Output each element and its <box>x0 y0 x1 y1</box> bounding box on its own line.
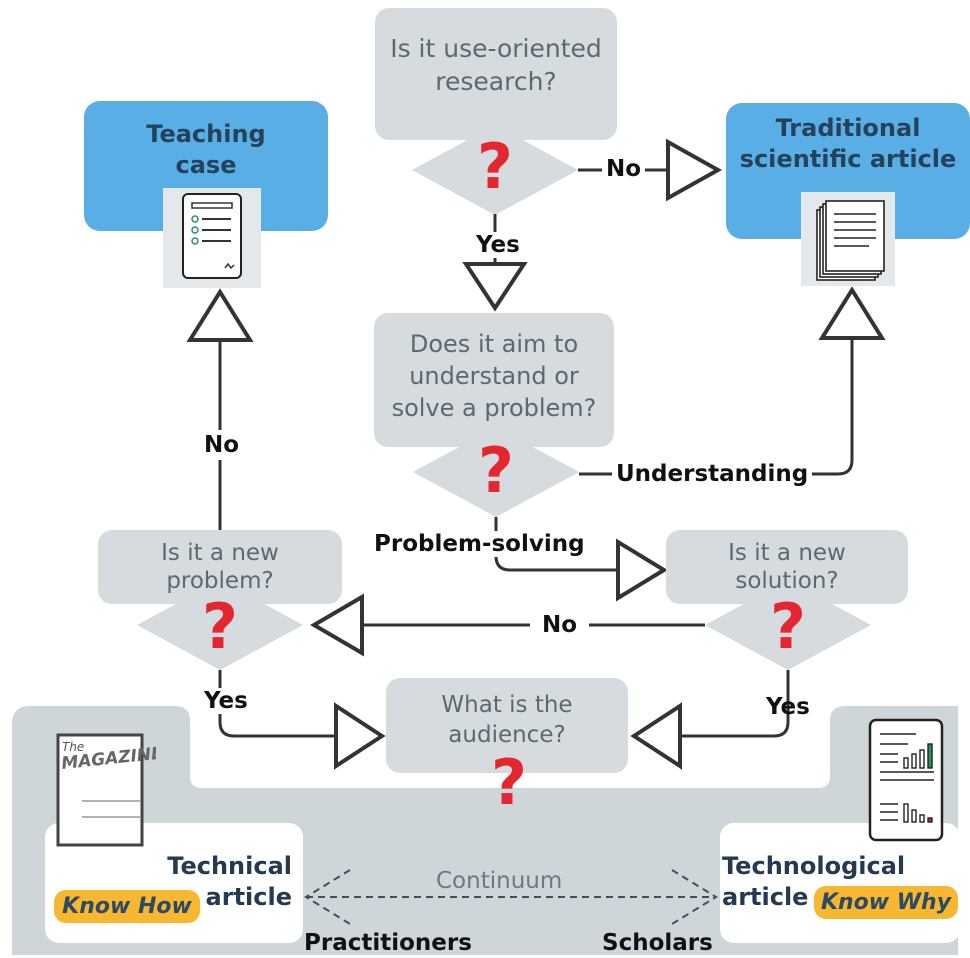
edge-label-yes-left: Yes <box>204 688 248 714</box>
question-mark-icon: ? <box>477 130 513 203</box>
magazine-the-text: The <box>62 740 84 754</box>
question-new-solution-text: Is it a new solution? <box>728 540 846 594</box>
technological-article-label: Technological article <box>722 852 906 911</box>
edge-label-no-left: No <box>202 430 242 460</box>
scholars-label: Scholars <box>602 930 713 956</box>
question-audience-text: What is the audience? <box>441 691 573 748</box>
technical-article-line1: Technical article <box>164 851 292 913</box>
question-new-solution: Is it a new solution? <box>666 530 908 604</box>
edge-label-yes-top: Yes <box>476 232 520 258</box>
outcome-teaching-case-label: Teaching case <box>146 120 266 179</box>
question-mark-icon: ? <box>202 590 238 663</box>
diamond-use-oriented <box>412 125 578 215</box>
checklist-document-icon <box>163 188 261 288</box>
technical-article-label: Technical article <box>167 852 292 911</box>
edge-label-understanding: Understanding <box>612 461 813 487</box>
know-how-badge: Know How <box>54 890 200 923</box>
edge-label-no-top: No <box>602 156 646 182</box>
report-chart-icon <box>868 718 944 842</box>
question-new-problem-text: Is it a new problem? <box>161 540 279 594</box>
know-why-badge: Know Why <box>814 886 958 919</box>
stacked-papers-icon <box>801 192 895 286</box>
magazine-icon: The MAGAZINE <box>56 733 156 847</box>
question-aim: Does it aim to understand or solve a pro… <box>374 313 614 447</box>
continuum-arrow <box>304 869 718 925</box>
question-use-oriented: Is it use-oriented research? <box>375 8 617 140</box>
practitioners-label: Practitioners <box>304 930 472 956</box>
question-mark-icon: ? <box>478 434 514 507</box>
diamond-aim <box>413 427 579 517</box>
outcome-traditional-label: Traditional scientific article <box>739 114 957 173</box>
edge-label-problem-solving: Problem-solving <box>374 531 585 557</box>
question-aim-text: Does it aim to understand or solve a pro… <box>391 330 597 422</box>
edge-label-yes-right: Yes <box>766 694 810 720</box>
continuum-label: Continuum <box>436 868 563 894</box>
question-mark-icon: ? <box>491 746 527 819</box>
edge-label-no-middle: No <box>530 612 590 638</box>
technological-article-line1: Technological article <box>722 851 912 913</box>
question-use-oriented-text: Is it use-oriented research? <box>390 34 602 96</box>
question-new-problem: Is it a new problem? <box>98 530 342 604</box>
question-audience: What is the audience? <box>386 678 628 773</box>
question-mark-icon: ? <box>770 590 806 663</box>
